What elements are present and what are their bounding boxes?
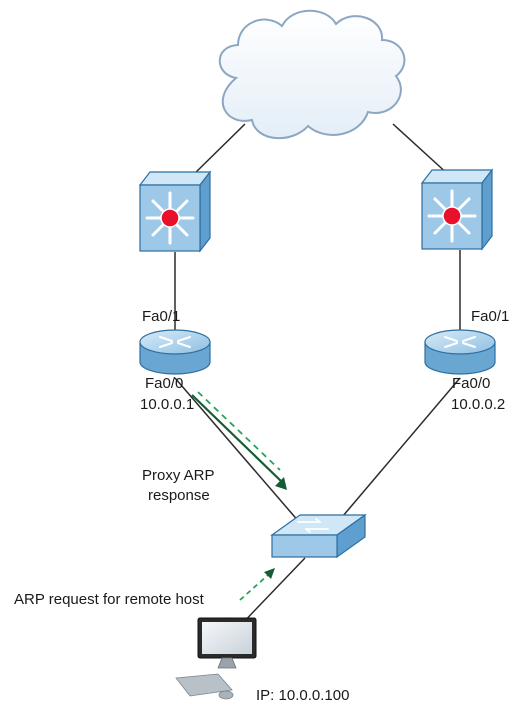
left-router-fa0-1-label: Fa0/1 — [142, 308, 180, 325]
link-cloud-right-switch — [392, 123, 451, 177]
arp-request-label: ARP request for remote host — [14, 591, 205, 608]
left-router-ip-label: 10.0.0.1 — [140, 396, 194, 413]
right-router-fa0-1-label: Fa0/1 — [471, 308, 509, 325]
link-cloud-left-switch — [189, 123, 246, 179]
cloud-icon — [218, 9, 406, 139]
host-ip-label: IP: 10.0.0.100 — [256, 687, 349, 704]
proxy-arp-response-arrow — [191, 391, 287, 490]
left-router-icon — [139, 329, 211, 375]
link-right-router-lan-switch — [336, 377, 461, 524]
right-router-ip-label: 10.0.0.2 — [451, 396, 505, 413]
link-left-router-lan-switch — [174, 377, 301, 524]
proxy-arp-label-line2: response — [148, 487, 210, 504]
proxy-arp-label-line1: Proxy ARP — [142, 467, 215, 484]
left-multilayer-switch-icon — [138, 170, 212, 253]
right-router-fa0-0-label: Fa0/0 — [452, 375, 490, 392]
host-computer-icon — [175, 617, 257, 700]
arp-request-arrow — [239, 568, 275, 601]
right-router-icon — [424, 329, 496, 375]
right-multilayer-switch-icon — [420, 168, 494, 251]
left-router-fa0-0-label: Fa0/0 — [145, 375, 183, 392]
lan-switch-icon — [270, 513, 367, 559]
